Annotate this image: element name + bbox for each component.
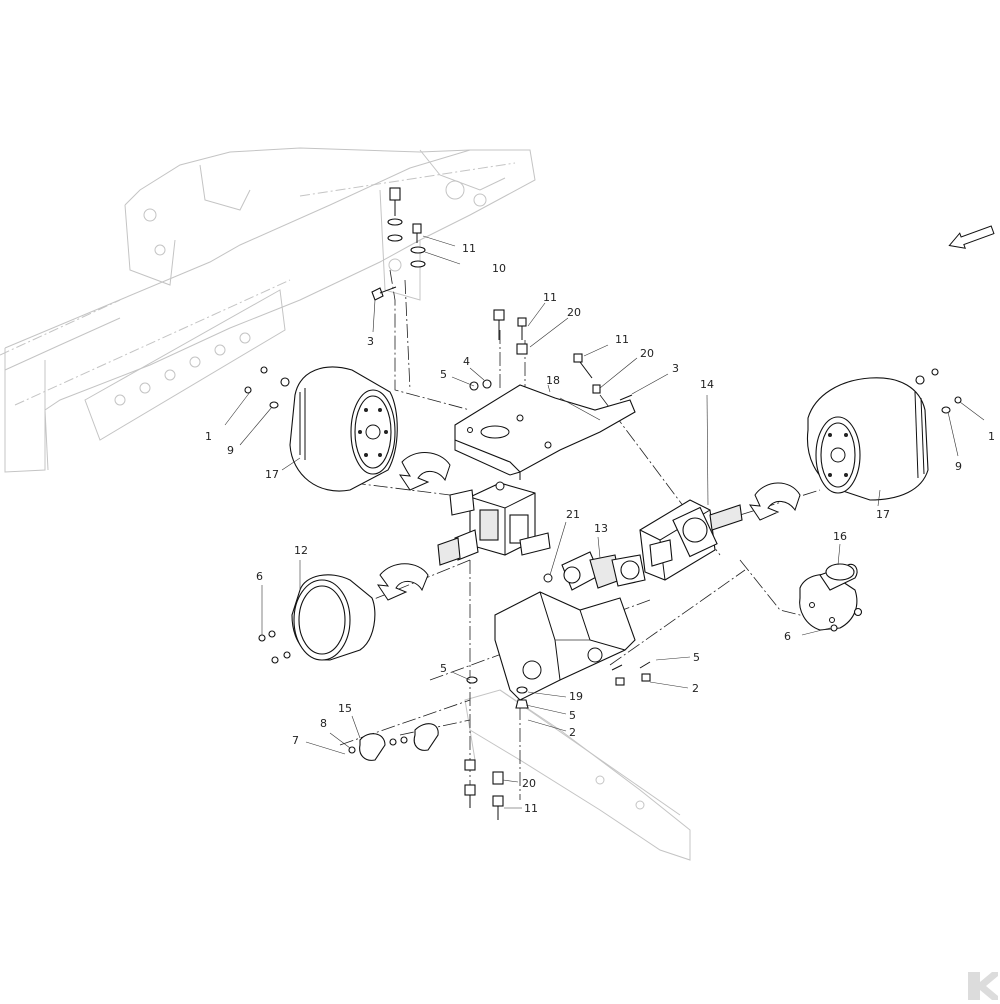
callout-4: 4 [463,355,470,368]
callout-20: 20 [567,306,581,319]
chassis-frame-ghost [0,147,536,473]
callout-17: 17 [265,468,279,481]
hub-flange [799,563,858,631]
rotation-arrow-icon [398,452,451,491]
mounting-bracket [454,384,636,480]
brand-logo-icon [968,972,998,1000]
callout-14: 14 [700,378,714,391]
callout-6: 6 [784,630,791,643]
universal-joint [543,551,646,591]
rotation-arrow-icon [376,563,429,601]
lower-beam-ghost [464,689,691,861]
callout-11: 11 [543,291,557,304]
callout-5: 5 [440,368,447,381]
callout-16: 16 [833,530,847,543]
center-gearbox [437,481,551,566]
guard-shield [494,591,636,701]
callout-18: 18 [546,374,560,387]
callout-20: 20 [640,347,654,360]
rotation-arrow-icon [748,482,801,521]
callout-2: 2 [692,682,699,695]
hardware-bolts [244,309,962,820]
callout-numbers: 11 10 3 11 20 4 5 11 20 3 18 14 1 9 17 1… [205,242,995,815]
callout-15: 15 [338,702,352,715]
callout-11: 11 [524,802,538,815]
right-drive-unit [639,499,743,581]
view-direction-arrow-icon [948,225,995,249]
callout-6: 6 [256,570,263,583]
callout-21: 21 [566,508,580,521]
callout-12: 12 [294,544,308,557]
callout-11: 11 [615,333,629,346]
left-drum [289,366,398,492]
callout-9: 9 [227,444,234,457]
callout-2: 2 [569,726,576,739]
callout-10: 10 [492,262,506,275]
top-bolt-stack [371,187,426,301]
callout-8: 8 [320,717,327,730]
callout-9: 9 [955,460,962,473]
right-drum [806,377,929,501]
callout-5: 5 [440,662,447,675]
callout-1: 1 [205,430,212,443]
callout-1: 1 [988,430,995,443]
callout-17: 17 [876,508,890,521]
callout-3: 3 [367,335,374,348]
callout-5: 5 [569,709,576,722]
callout-7: 7 [292,734,299,747]
drive-cup [291,574,376,661]
callout-11: 11 [462,242,476,255]
callout-13: 13 [594,522,608,535]
callout-leaders [224,235,985,809]
callout-19: 19 [569,690,583,703]
callout-3: 3 [672,362,679,375]
callout-20: 20 [522,777,536,790]
rotation-arrows [376,452,801,601]
callout-5: 5 [693,651,700,664]
